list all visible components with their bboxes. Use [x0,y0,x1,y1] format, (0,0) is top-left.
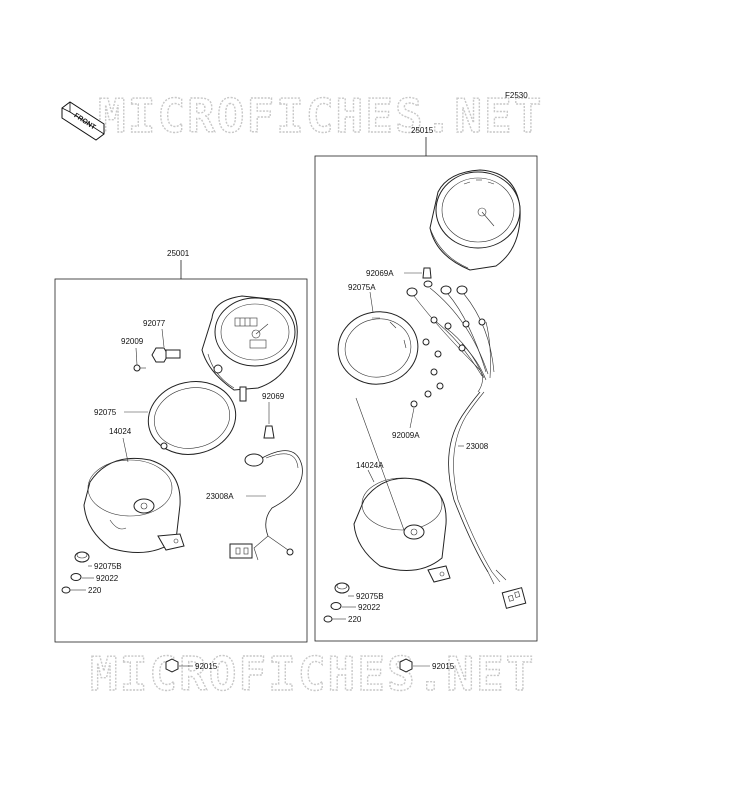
part-label-92075b-left: 92075B [94,562,122,571]
wiring-harness-right [406,280,527,609]
reset-knob [151,347,181,363]
watermark-top: MICROFICHES.NET [98,89,543,143]
meter-cup-14024a [353,477,451,583]
cap-92015-right: 92015 [399,658,455,673]
nut-220-left [61,586,71,594]
part-label-92075: 92075 [94,408,117,417]
part-label-220-right: 220 [348,615,362,624]
figure-code: F2530 [505,91,528,100]
gauge-ring-92075a [337,311,419,385]
part-label-92015-left: 92015 [195,662,218,671]
bulb [263,402,275,439]
watermark-bottom: MICROFICHES.NET [90,647,535,701]
wiring-harness-left [229,450,303,561]
part-label-14024a: 14024A [356,461,384,470]
part-label-92022-right: 92022 [358,603,381,612]
speedometer-gauge [201,295,298,402]
part-label-92077: 92077 [143,319,166,328]
washer-92022-left [70,573,82,581]
cap-92015-left: 92015 [165,658,218,673]
left-assembly: 25001 [54,249,308,643]
tachometer-gauge [429,169,521,271]
grommet-92075b-right [334,582,350,594]
part-label-92069a: 92069A [366,269,394,278]
front-arrow-icon: FRONT [61,101,105,141]
grommet-92075b-left [74,551,90,563]
part-label-92075b-right: 92075B [356,592,384,601]
part-label-14024: 14024 [109,427,132,436]
part-label-23008a: 23008A [206,492,234,501]
part-label-92075a: 92075A [348,283,376,292]
washer-92022-right [330,602,342,610]
bulb-92069a [422,267,432,279]
part-label-92009: 92009 [121,337,144,346]
screw [133,364,146,372]
gauge-ring [147,381,237,455]
part-label-92009a: 92009A [392,431,420,440]
right-assembly: 25015 [314,126,538,642]
part-label-92022-left: 92022 [96,574,119,583]
part-label-23008: 23008 [466,442,489,451]
meter-cup [83,457,185,553]
part-label-92069: 92069 [262,392,285,401]
part-label-220-left: 220 [88,586,102,595]
left-assembly-number: 25001 [167,249,190,258]
right-assembly-number: 25015 [411,126,434,135]
nut-220-right [323,615,333,623]
screws-92009a [410,338,444,408]
part-label-92015-right: 92015 [432,662,455,671]
